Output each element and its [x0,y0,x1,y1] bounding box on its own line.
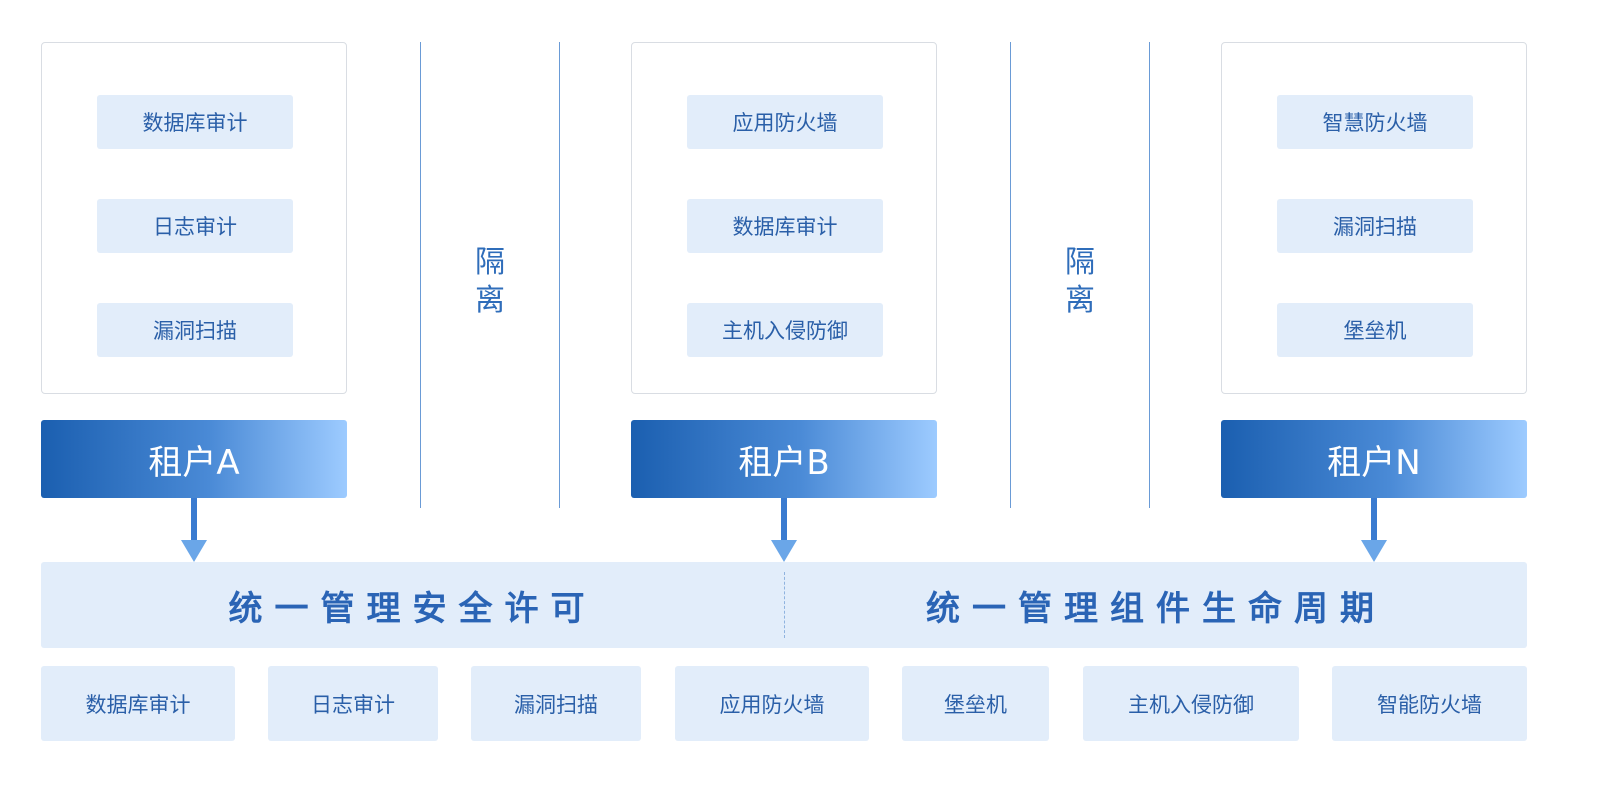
tenant-b-service-1: 应用防火墙 [687,95,883,149]
tenant-b-service-2: 数据库审计 [687,199,883,253]
management-bar: 统一管理安全许可 统一管理组件生命周期 [41,562,1527,648]
arrow-down-icon [771,498,797,562]
tenant-n-panel: 智慧防火墙 漏洞扫描 堡垒机 [1221,42,1527,394]
license-management-label: 统一管理安全许可 [228,588,597,629]
tenant-a-service-2: 日志审计 [97,199,293,253]
tenant-b-header: 租户B [631,420,937,498]
tenant-a-panel: 数据库审计 日志审计 漏洞扫描 [41,42,347,394]
arrow-down-icon [181,498,207,562]
isolation-label: 隔 离 [1065,245,1095,318]
tenant-n-header: 租户N [1221,420,1527,498]
module-chip: 主机入侵防御 [1083,666,1299,741]
arrow-down-icon [1361,498,1387,562]
tenant-b-panel: 应用防火墙 数据库审计 主机入侵防御 [631,42,937,394]
module-chip: 堡垒机 [902,666,1049,741]
isolation-line [420,42,421,508]
isolation-line [559,42,560,508]
module-chip: 应用防火墙 [675,666,869,741]
module-chip: 数据库审计 [41,666,235,741]
management-divider [784,572,785,638]
tenant-n-service-2: 漏洞扫描 [1277,199,1473,253]
isolation-line [1149,42,1150,508]
tenant-a-header: 租户A [41,420,347,498]
isolation-line [1010,42,1011,508]
tenant-a-service-3: 漏洞扫描 [97,303,293,357]
module-chip: 漏洞扫描 [471,666,641,741]
isolation-label: 隔 离 [475,245,505,318]
tenant-a-service-1: 数据库审计 [97,95,293,149]
lifecycle-management-label: 统一管理组件生命周期 [926,588,1386,629]
module-chip: 智能防火墙 [1332,666,1527,741]
module-chip: 日志审计 [268,666,438,741]
tenant-n-service-3: 堡垒机 [1277,303,1473,357]
tenant-b-service-3: 主机入侵防御 [687,303,883,357]
tenant-n-service-1: 智慧防火墙 [1277,95,1473,149]
